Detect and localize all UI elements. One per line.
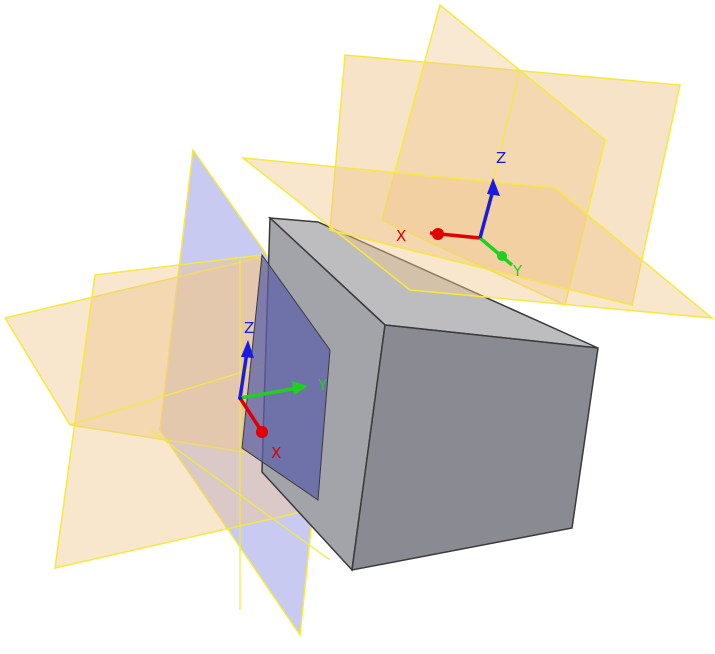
x-arrow-icon [256,426,268,438]
lower-x-axis [238,397,264,433]
lower-coordinate-frame[interactable]: Z Y X [238,319,328,462]
upper-plane-intersection-2 [329,229,633,306]
upper-coordinate-frame[interactable]: X Y Z [396,149,523,280]
y-arrow-icon [497,251,507,261]
x-arrow-icon [432,228,444,240]
upper-z-label: Z [496,149,506,167]
z-arrow-icon [241,340,254,358]
lower-y-label: Y [317,376,328,394]
cube[interactable] [241,216,599,572]
y-arrow-icon [292,381,308,395]
upper-y-axis [478,236,514,267]
lower-origin [238,396,242,400]
lower-z-label: Z [244,319,254,337]
lower-z-axis [238,351,249,399]
lower-plane-intersection-3 [149,429,331,561]
upper-z-axis [478,189,495,239]
lower-y-axis [239,386,299,400]
cube-front-face[interactable] [351,324,599,571]
upper-x-label: X [396,227,406,245]
lower-plane-group [3,147,331,638]
z-arrow-icon [487,178,500,196]
upper-y-label: Y [512,262,523,280]
cube-highlighted-face[interactable] [241,253,331,501]
lower-x-label: X [271,444,281,462]
